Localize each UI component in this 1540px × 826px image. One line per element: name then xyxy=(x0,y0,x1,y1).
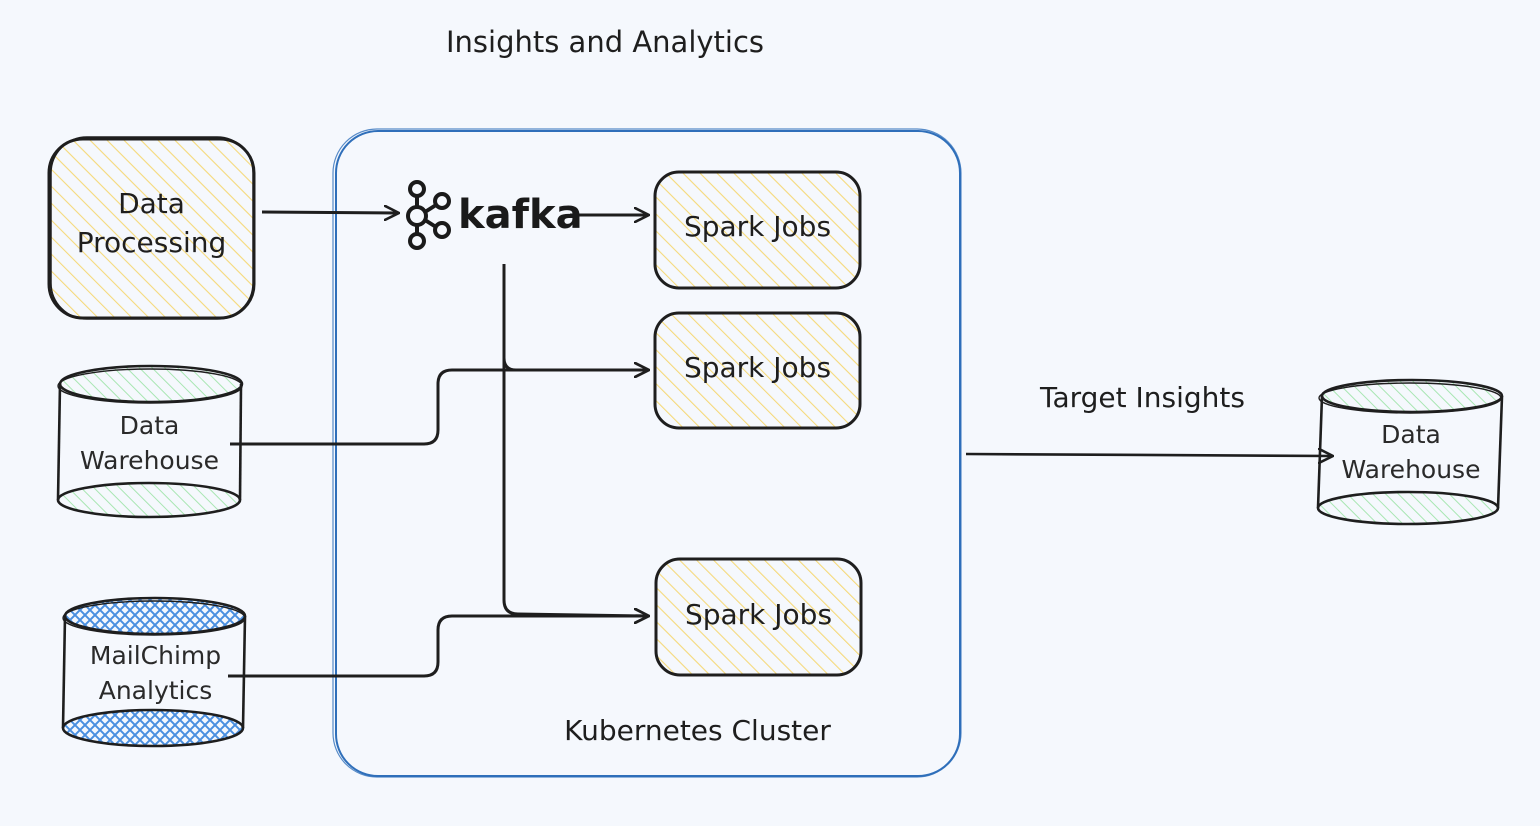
diagram-title: Insights and Analytics xyxy=(445,25,765,59)
arrow-warehouse-to-spark-2 xyxy=(230,370,648,446)
mailchimp-analytics-node[interactable] xyxy=(61,596,247,748)
arrow-kafka-down-branch xyxy=(502,264,648,616)
spark-jobs-node-1[interactable] xyxy=(653,170,862,290)
arrow-cluster-to-target xyxy=(965,454,1332,456)
kubernetes-cluster-box xyxy=(332,128,962,778)
spark-jobs-label-3: Spark Jobs xyxy=(684,598,833,631)
arrow-kafka-down-branch-mid xyxy=(503,358,648,370)
data-processing-label-line1: Data xyxy=(118,187,185,220)
data-processing-label-line2: Processing xyxy=(76,226,227,259)
mailchimp-label-line2: Analytics xyxy=(98,676,213,705)
arrow-mailchimp-to-spark-3 xyxy=(228,616,648,678)
target-warehouse-label-line2: Warehouse xyxy=(1341,455,1481,484)
kafka-label: kafka xyxy=(458,192,583,238)
cluster-label: Kubernetes Cluster xyxy=(564,714,831,747)
source-data-warehouse-node[interactable] xyxy=(56,364,244,519)
target-insights-label: Target Insights xyxy=(1040,381,1245,414)
kafka-logo-icon xyxy=(406,180,451,250)
spark-jobs-label-2: Spark Jobs xyxy=(683,351,832,384)
target-warehouse-label-line1: Data xyxy=(1381,420,1441,449)
source-warehouse-label-line1: Data xyxy=(119,411,180,440)
target-data-warehouse-node[interactable] xyxy=(1316,378,1504,526)
spark-jobs-label-1: Spark Jobs xyxy=(683,210,832,243)
arrow-processing-to-kafka xyxy=(261,212,398,213)
data-processing-node[interactable] xyxy=(47,136,256,320)
mailchimp-label-line1: MailChimp xyxy=(89,641,222,670)
spark-jobs-node-2[interactable] xyxy=(653,311,862,430)
source-warehouse-label-line2: Warehouse xyxy=(80,446,219,475)
